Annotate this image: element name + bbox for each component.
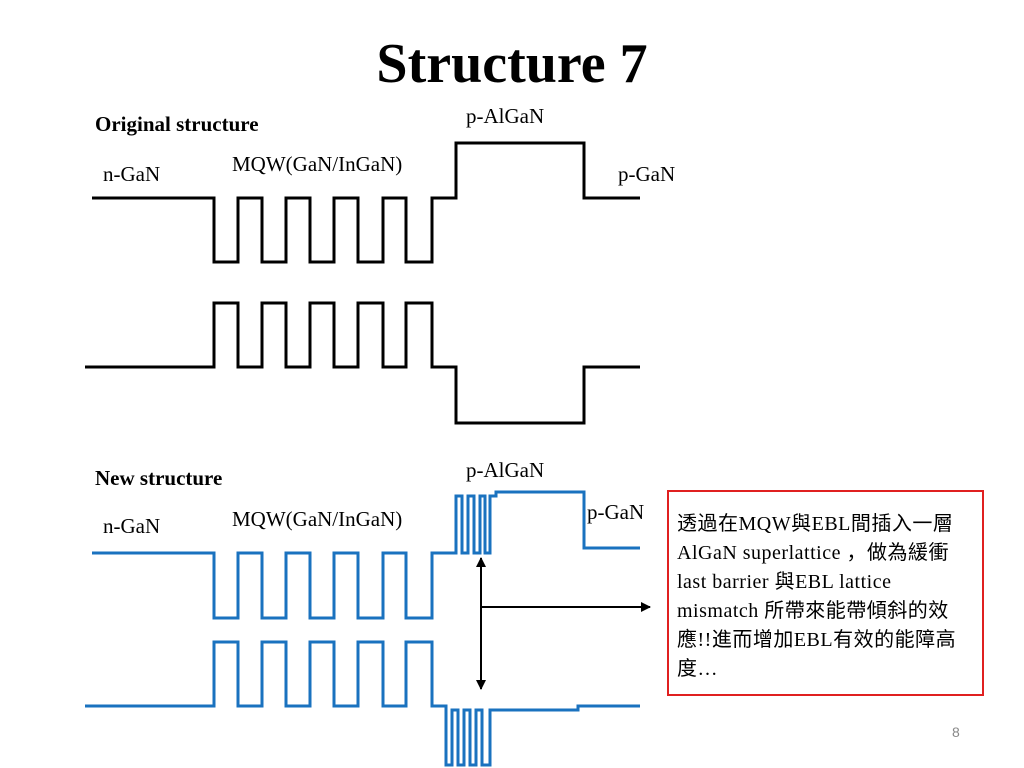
- new-structure-heading: New structure: [95, 466, 223, 490]
- original-conduction-band: [92, 141, 640, 264]
- new-n-gan-label: n-GaN: [103, 514, 161, 538]
- new-p-algan-label: p-AlGaN: [466, 458, 545, 482]
- explanation-note-box: 透過在MQW與EBL間插入一層AlGaN superlattice ，做為緩衝l…: [667, 490, 984, 696]
- new-p-gan-label: p-GaN: [587, 500, 645, 524]
- original-structure-heading: Original structure: [95, 112, 259, 136]
- original-p-algan-label: p-AlGaN: [466, 104, 545, 128]
- slide-title: Structure 7: [376, 33, 648, 95]
- new-conduction-band: [92, 490, 640, 620]
- page-number: 8: [952, 724, 960, 740]
- original-n-gan-label: n-GaN: [103, 162, 161, 186]
- original-mqw-label: MQW(GaN/InGaN): [232, 152, 403, 176]
- original-valence-band: [85, 301, 640, 425]
- new-valence-band: [85, 640, 640, 767]
- original-p-gan-label: p-GaN: [618, 162, 676, 186]
- explanation-note-text: 透過在MQW與EBL間插入一層AlGaN superlattice ，做為緩衝l…: [677, 513, 957, 680]
- new-mqw-label: MQW(GaN/InGaN): [232, 507, 403, 531]
